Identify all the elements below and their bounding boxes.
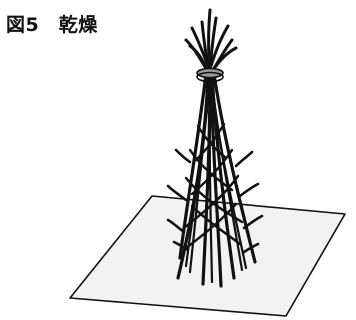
rice-stalk-bundle: [166, 8, 264, 288]
tie-band: [196, 67, 224, 83]
ground-sheet: [69, 195, 346, 317]
figure-caption: 図5 乾燥: [6, 14, 98, 36]
